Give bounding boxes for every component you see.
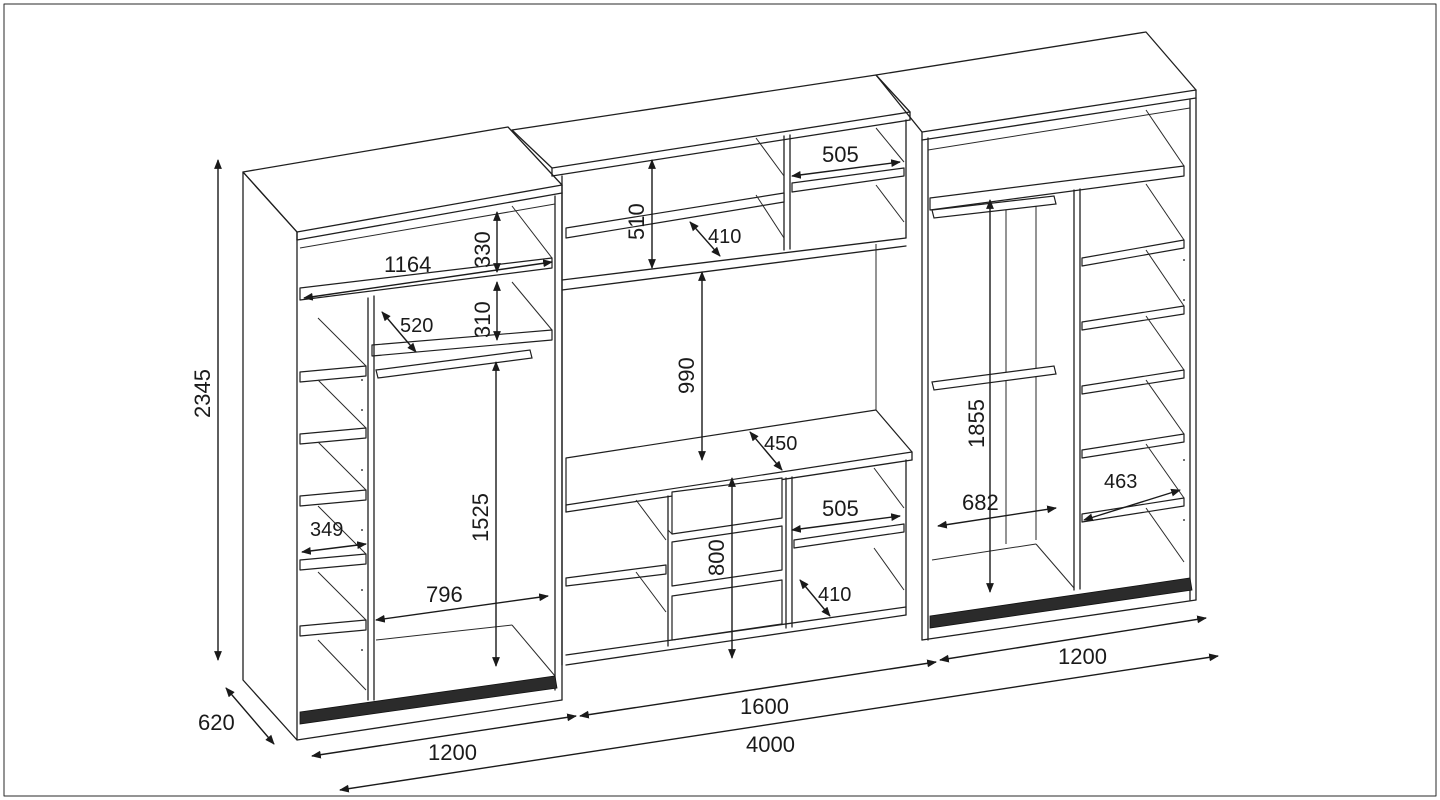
label-right-hanging-width: 682 [962,490,999,515]
label-left-top-shelf-width: 1164 [384,252,431,277]
label-middle-lower-depth: 410 [818,584,851,606]
label-right-shelf-width: 463 [1104,471,1137,493]
label-depth: 620 [198,710,235,735]
label-left-hanging-width: 796 [426,582,463,607]
drawing-border [3,3,1437,797]
label-total-width: 4000 [746,732,795,757]
label-right-hanging-height: 1855 [964,399,989,448]
label-middle-drawers-height: 800 [704,539,729,576]
label-left-top-compartment-height: 330 [470,231,495,268]
label-left-second-compartment-height: 310 [470,301,495,338]
label-left-hanging-height: 1525 [468,493,493,542]
label-middle-top-depth: 410 [708,226,741,248]
label-middle-tv-shelf-depth: 450 [764,433,797,455]
label-middle-top-right-width: 505 [822,142,859,167]
label-right-width: 1200 [1058,644,1107,669]
label-left-width: 1200 [428,740,477,765]
right-wardrobe [875,31,1197,641]
label-total-height: 2345 [190,369,215,418]
label-middle-top-height: 510 [624,203,649,240]
middle-section [511,74,913,666]
label-left-shelf-depth: 520 [400,315,433,337]
dimension-labels: 2345 620 1200 1600 4000 1200 1164 330 31… [190,142,1137,765]
label-middle-tv-niche-height: 990 [674,357,699,394]
dimension-lines [214,159,1219,793]
label-left-side-shelf-width: 349 [310,519,343,541]
label-middle-width: 1600 [740,694,789,719]
left-wardrobe [242,126,563,741]
label-middle-lower-right-width: 505 [822,496,859,521]
